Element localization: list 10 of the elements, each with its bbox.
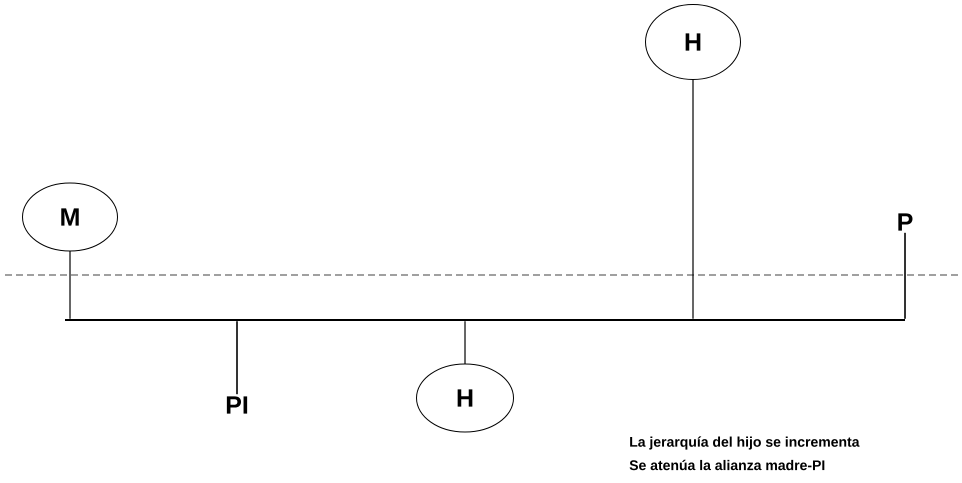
note-text: La jerarquía del hijo se incrementa <box>630 436 860 450</box>
connecting-line <box>65 319 905 321</box>
connector-line <box>464 321 466 364</box>
note-text: Se atenúa la alianza madre-PI <box>630 460 824 470</box>
connector-line <box>692 80 694 319</box>
connector-line <box>904 232 906 319</box>
connector-line <box>69 252 71 319</box>
person-label: P <box>898 213 912 231</box>
person-label: PI <box>226 396 248 414</box>
connector-line <box>236 321 238 394</box>
